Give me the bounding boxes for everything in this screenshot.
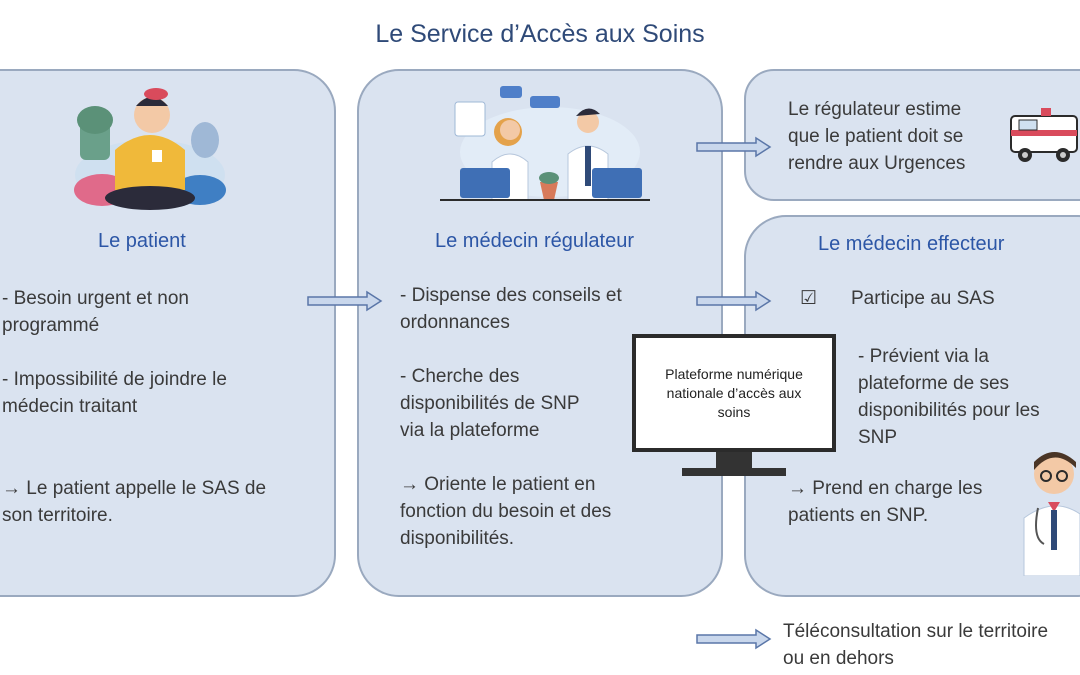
regulators-on-phone-illustration [440, 86, 650, 201]
arrow-patient-to-regulateur [307, 290, 383, 312]
plateforme-line-3: soins [717, 403, 751, 420]
urgences-line-3: rendre aux Urgences [788, 153, 966, 174]
monitor-neck [716, 452, 752, 468]
regulateur-line-2: ordonnances [400, 312, 510, 333]
patient-heading: Le patient [98, 230, 186, 252]
teleconsultation-line-1: Téléconsultation sur le territoire [783, 621, 1049, 642]
plateforme-monitor: Plateforme numérique nationale d’accès a… [632, 334, 836, 452]
teleconsultation-line-2: ou en dehors [783, 648, 894, 669]
sick-patient-illustration [74, 88, 226, 210]
urgences-line-2: que le patient doit se [788, 126, 964, 147]
arrow-to-teleconsultation [696, 628, 772, 650]
regulateur-line-3: - Cherche des [400, 366, 520, 387]
plateforme-line-1: Plateforme numérique [665, 365, 803, 382]
urgences-line-1: Le régulateur estime [788, 99, 962, 120]
patient-line-2: programmé [2, 315, 100, 336]
effecteur-line-6: → Prend en charge les [788, 478, 983, 499]
effecteur-heading: Le médecin effecteur [818, 233, 1005, 255]
effecteur-line-3: plateforme de ses [858, 373, 1010, 394]
effecteur-line-2: - Prévient via la [858, 346, 989, 367]
plateforme-line-2: nationale d’accès aux [666, 384, 802, 401]
ambulance-illustration [1010, 108, 1078, 162]
regulateur-line-5: via la plateforme [400, 420, 540, 441]
plateforme-label: Plateforme numérique nationale d’accès a… [665, 365, 803, 422]
effecteur-line-4: disponibilités pour les [858, 400, 1040, 421]
effecteur-checkbox: ☑ [800, 288, 818, 309]
regulateur-line-4: disponibilités de SNP [400, 393, 580, 414]
regulateur-line-1: - Dispense des conseils et [400, 285, 622, 306]
regulateur-heading: Le médecin régulateur [435, 230, 635, 252]
patient-line-1: - Besoin urgent et non [2, 288, 189, 309]
doctor-illustration [1023, 452, 1080, 576]
regulateur-line-8: disponibilités. [400, 528, 515, 549]
patient-line-3: - Impossibilité de joindre le [2, 369, 227, 390]
patient-line-4: médecin traitant [2, 396, 138, 417]
effecteur-line-1: Participe au SAS [851, 288, 995, 309]
effecteur-line-7: patients en SNP. [788, 505, 929, 526]
diagram-title: Le Service d’Accès aux Soins [375, 20, 705, 48]
effecteur-line-5: SNP [858, 427, 898, 448]
patient-line-5: → Le patient appelle le SAS de [2, 478, 267, 499]
arrow-to-effecteur [696, 290, 772, 312]
regulateur-line-6: → Oriente le patient en [400, 474, 596, 495]
regulateur-line-7: fonction du besoin et des [400, 501, 612, 522]
patient-line-6: son territoire. [2, 505, 113, 526]
monitor-stand [682, 468, 786, 476]
arrow-to-urgences [696, 136, 772, 158]
